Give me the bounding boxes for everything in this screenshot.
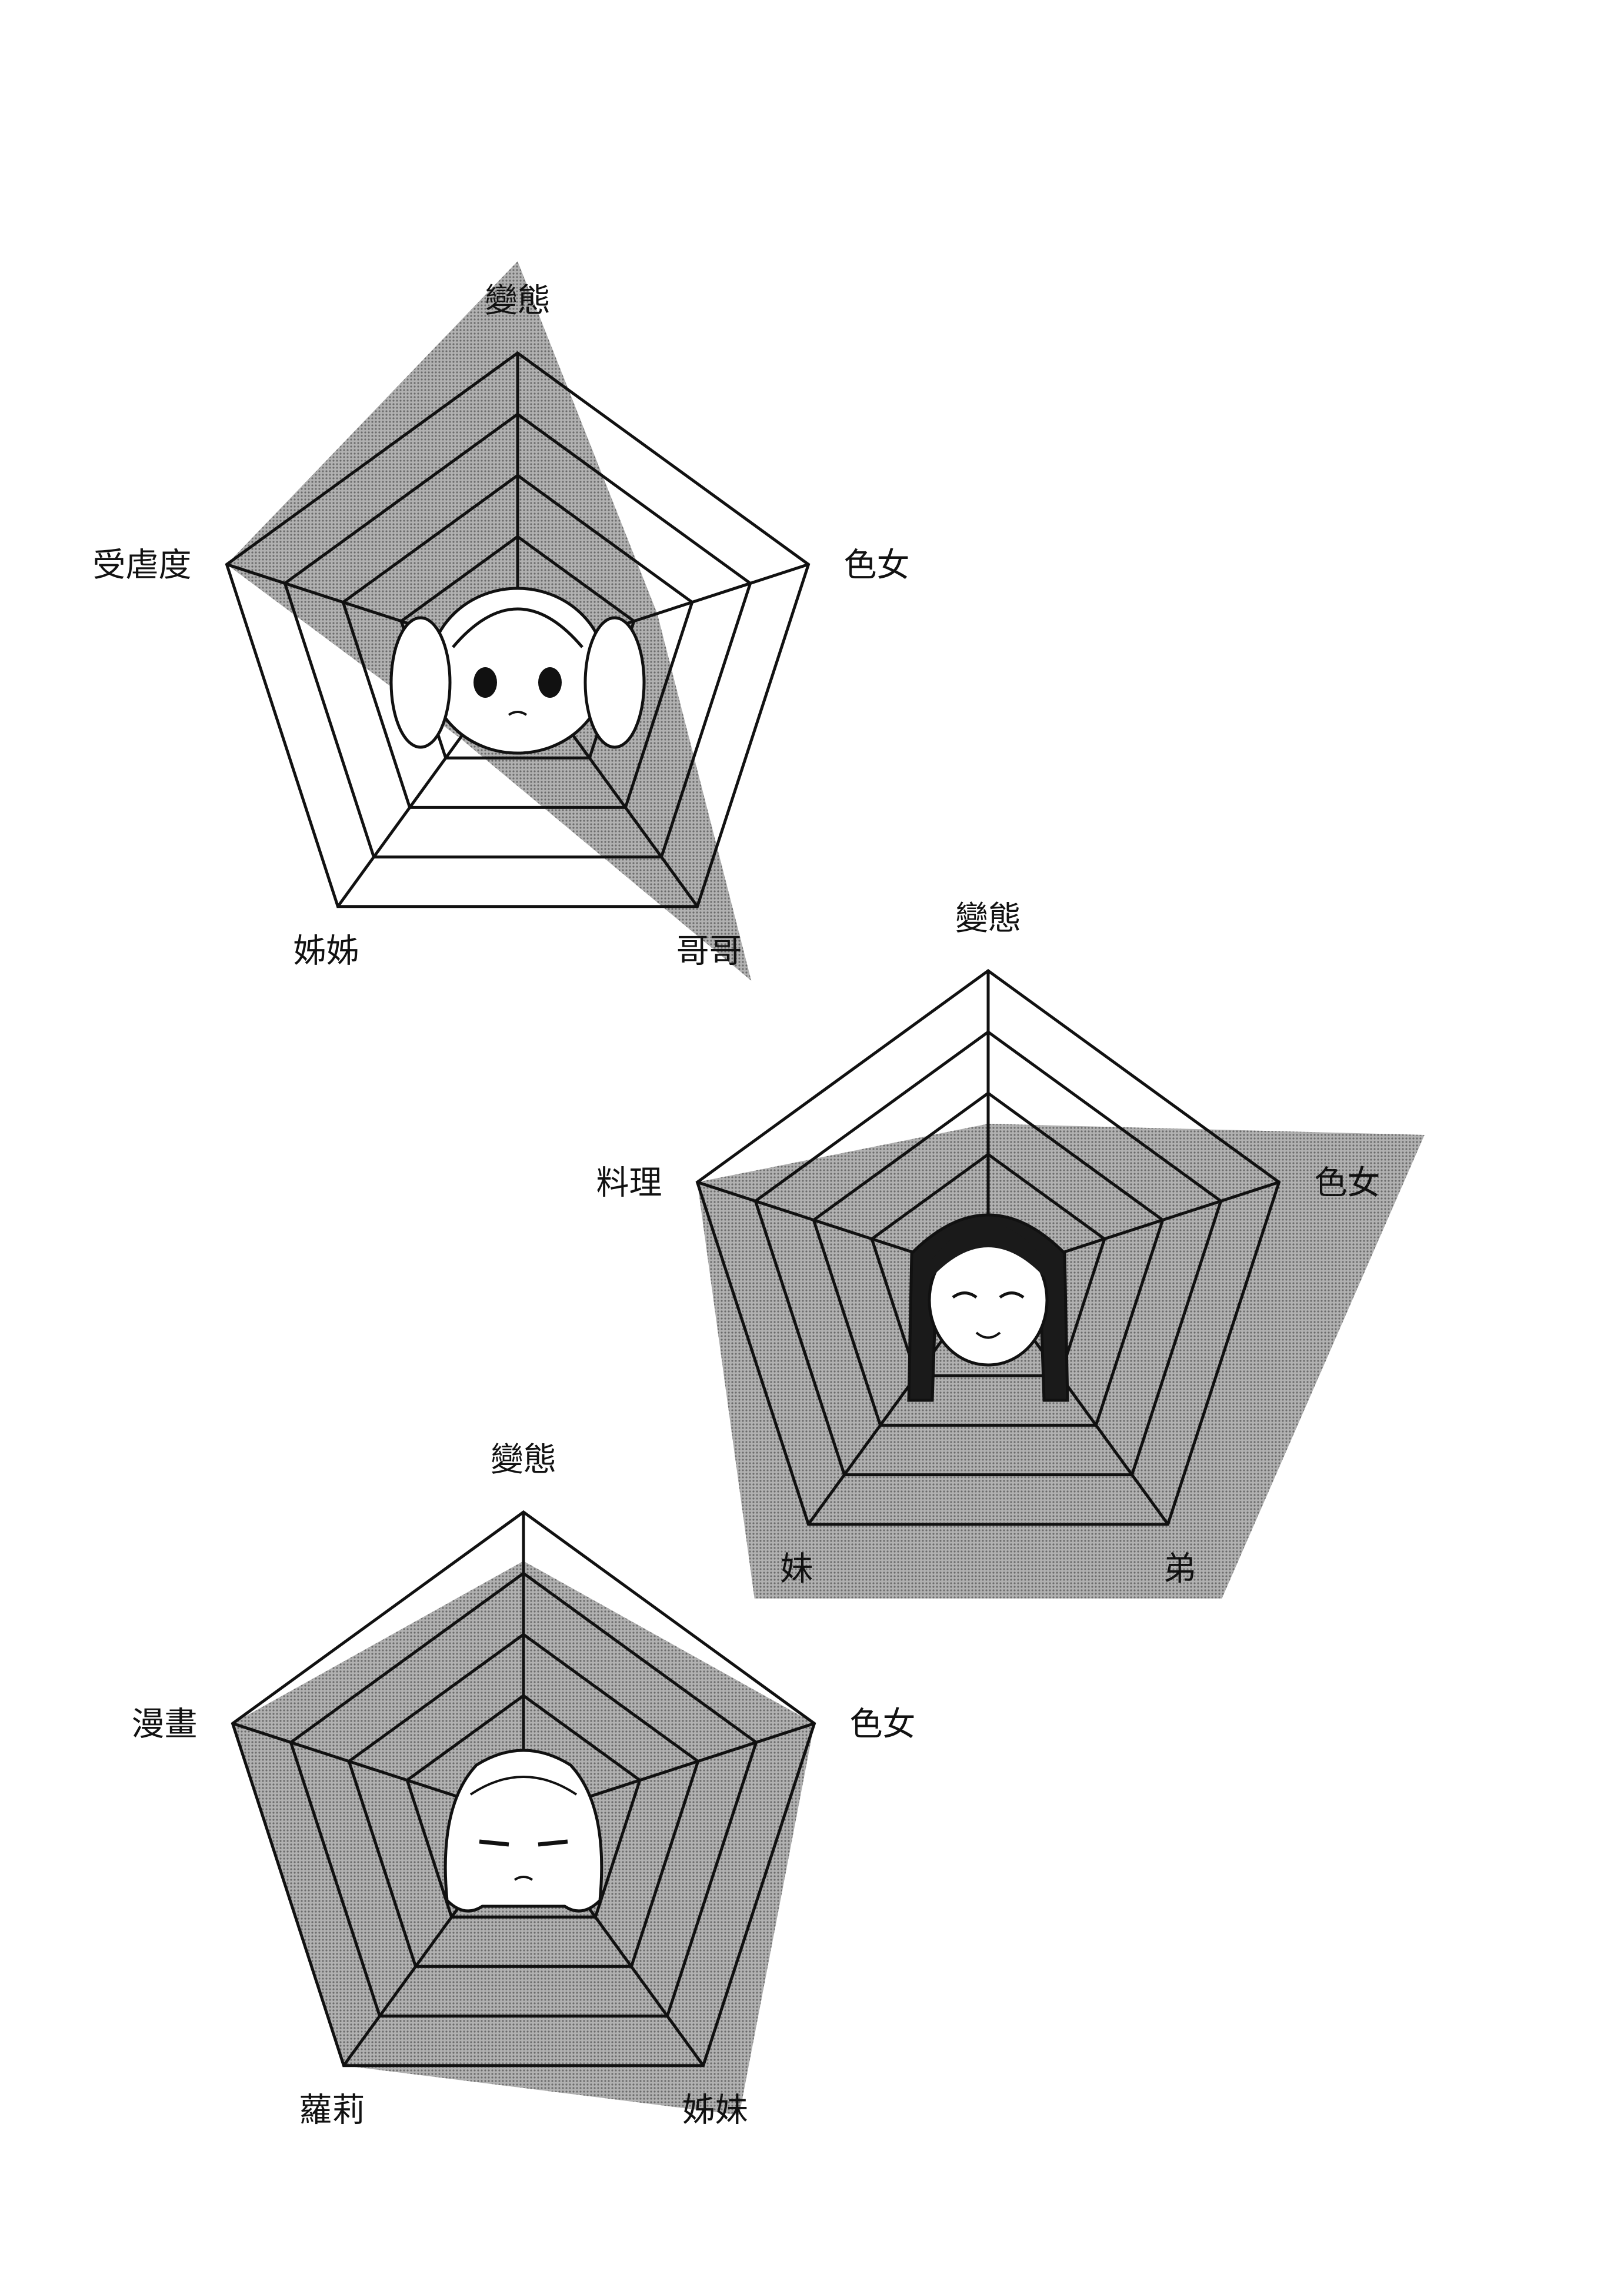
chart-3-axis-label-3: 姊妹: [682, 2092, 748, 2130]
grid-ring: [405, 1693, 642, 1919]
grid-ring: [225, 351, 811, 908]
twin-tail-girl-face-icon: [389, 587, 646, 755]
chart-2-axis-label-1: 變態: [955, 900, 1021, 938]
grid-ring: [695, 968, 1281, 1526]
chart-1-axis-label-5: 受虐度: [93, 546, 192, 584]
chart-3-axis-label-2: 色女: [850, 1705, 916, 1743]
chart-3-axis-label-1: 變態: [491, 1441, 556, 1479]
grid-ring: [283, 412, 752, 859]
grid-ring: [812, 1091, 1165, 1427]
grid-ring: [289, 1571, 758, 2018]
chart-3-axis-label-4: 蘿莉: [299, 2092, 365, 2130]
grid-ring: [753, 1030, 1223, 1477]
radar-chart-2: 變態 色女 弟 妹 料理: [596, 900, 1425, 1599]
grid-ring: [341, 473, 694, 809]
chart-2-axis-label-5: 料理: [596, 1164, 662, 1202]
long-hair-girl-face-icon: [907, 1213, 1069, 1402]
grid-ring: [399, 534, 636, 760]
chart-2-axis-label-2: 色女: [1315, 1164, 1380, 1202]
grid-ring: [231, 1510, 816, 2067]
chart-1-grid: [225, 351, 811, 908]
grid-ring: [347, 1632, 700, 1968]
chart-2-grid: [695, 968, 1281, 1526]
chart-3-axis-label-5: 漫畫: [132, 1705, 198, 1743]
chart-1-axis-label-1: 變態: [485, 282, 551, 320]
chart-1-axis-label-2: 色女: [844, 546, 910, 584]
chart-1-axis-label-3: 哥哥: [676, 933, 742, 971]
chart-2-axis-label-4: 妹: [780, 1550, 813, 1589]
bob-hair-girl-face-icon: [443, 1749, 603, 1913]
chart-2-axis-label-3: 弟: [1163, 1550, 1196, 1589]
chart-1-axis-label-4: 姊姊: [293, 933, 359, 971]
radar-chart-3: 變態 色女 姊妹 蘿莉 漫畫: [132, 1441, 916, 2130]
radar-chart-1: 變態 色女 哥哥 姊姊 受虐度: [93, 261, 910, 981]
grid-ring: [870, 1152, 1106, 1377]
